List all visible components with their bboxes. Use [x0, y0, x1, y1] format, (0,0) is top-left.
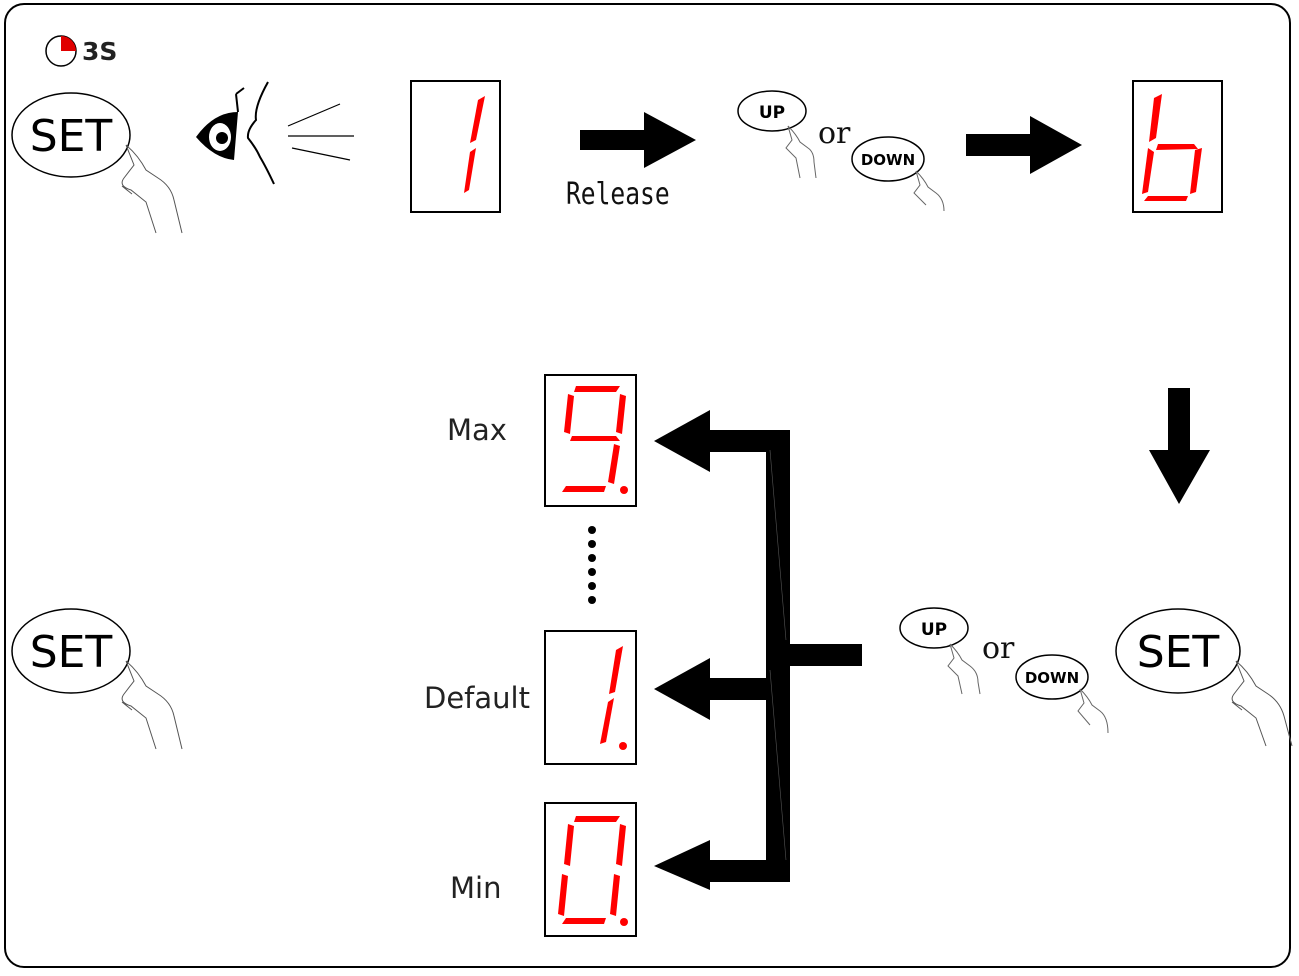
seven-segment-display-default	[544, 630, 637, 765]
down-button-step2: DOWN	[1015, 654, 1109, 734]
arrow-right-icon	[580, 112, 696, 168]
default-label: Default	[424, 681, 530, 715]
sight-lines-icon	[287, 103, 354, 161]
arrow-down-icon	[1149, 388, 1210, 504]
timer-label: 3S	[82, 37, 118, 66]
set-button-step3: SET	[11, 608, 183, 750]
up-button-step1: UP	[737, 90, 817, 179]
up-button-step2: UP	[899, 607, 981, 695]
down-button-step1: DOWN	[851, 136, 945, 212]
seven-segment-display-1	[410, 80, 501, 213]
set-button-step1: SET	[11, 92, 183, 234]
seven-segment-display-max	[544, 374, 637, 507]
ellipsis-dots-icon	[588, 526, 596, 604]
up-button-step2-label: UP	[921, 620, 947, 640]
seven-segment-display-b	[1132, 80, 1223, 213]
release-label: Release	[566, 177, 670, 212]
arrow-right-icon-2	[966, 116, 1082, 174]
or-label-step2: or	[982, 631, 1015, 666]
set-button-step2: SET	[1115, 608, 1293, 747]
set-button-step1-label: SET	[30, 111, 113, 162]
set-button-step3-label: SET	[30, 627, 113, 678]
set-button-step2-label: SET	[1137, 627, 1220, 678]
or-label-step1: or	[818, 116, 851, 151]
diagram-frame	[4, 3, 1291, 968]
down-button-step2-label: DOWN	[1025, 669, 1079, 687]
min-label: Min	[450, 871, 502, 905]
seven-segment-display-min	[544, 802, 637, 937]
timer-icon	[45, 35, 77, 67]
down-button-step1-label: DOWN	[861, 151, 915, 169]
max-label: Max	[447, 413, 507, 447]
up-button-step1-label: UP	[759, 103, 785, 123]
eye-icon	[196, 81, 275, 185]
selection-arrows-icon	[654, 410, 862, 890]
